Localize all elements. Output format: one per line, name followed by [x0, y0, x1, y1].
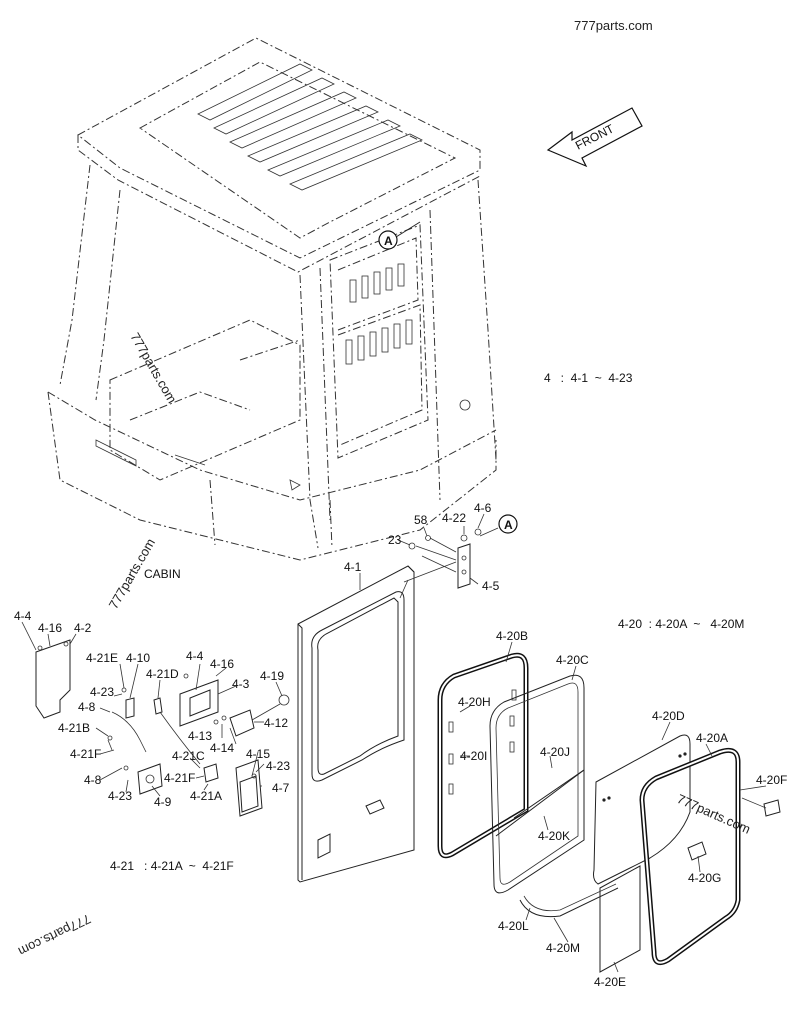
- label-4-4-a: 4-4: [14, 609, 32, 623]
- range-4: 4 : 4-1 ~ 4-23: [544, 371, 633, 385]
- callout-a-hinge: A: [479, 514, 518, 537]
- label-4-23-c: 4-23: [108, 789, 132, 803]
- glass-4-20c: [489, 674, 585, 894]
- label-4-10: 4-10: [126, 651, 150, 665]
- label-4-15: 4-15: [246, 747, 270, 761]
- label-4-20b: 4-20B: [496, 629, 528, 643]
- range-4-21: 4-21 : 4-21A ~ 4-21F: [110, 859, 234, 873]
- label-4-8-a: 4-8: [78, 700, 96, 714]
- label-4-21f-a: 4-21F: [70, 747, 101, 761]
- label-4-20f: 4-20F: [756, 773, 787, 787]
- watermark-top: 777parts.com: [574, 18, 653, 33]
- label-4-5: 4-5: [482, 579, 500, 593]
- watermark-right: 777parts.com: [675, 791, 753, 837]
- label-4-21a: 4-21A: [190, 789, 222, 803]
- label-4-19: 4-19: [260, 669, 284, 683]
- label-4-21d: 4-21D: [146, 667, 179, 681]
- range-4-20: 4-20 : 4-20A ~ 4-20M: [618, 617, 744, 631]
- label-4-20c: 4-20C: [556, 653, 589, 667]
- cabin-label: CABIN: [144, 567, 181, 581]
- label-4-21e: 4-21E: [86, 651, 118, 665]
- label-4-3: 4-3: [232, 677, 250, 691]
- label-4-21f-b: 4-21F: [164, 771, 195, 785]
- front-arrow: FRONT: [546, 107, 643, 168]
- label-4-16-b: 4-16: [210, 657, 234, 671]
- door-assembly: [297, 565, 415, 883]
- label-4-9: 4-9: [154, 795, 172, 809]
- group-ranges: 4 : 4-1 ~ 4-23 4-20 : 4-20A ~ 4-20M 4-21…: [110, 371, 744, 873]
- label-4-2: 4-2: [74, 621, 92, 635]
- label-4-20j: 4-20J: [540, 745, 570, 759]
- label-4-20k: 4-20K: [538, 829, 570, 843]
- hinge-parts: [403, 528, 482, 589]
- svg-text:A: A: [384, 234, 393, 248]
- label-4-4-b: 4-4: [186, 649, 204, 663]
- label-4-20m: 4-20M: [546, 941, 580, 955]
- seal-4-20a: [639, 747, 741, 966]
- label-23: 23: [388, 533, 402, 547]
- callout-a-cabin: A: [378, 221, 421, 250]
- label-4-1: 4-1: [344, 560, 362, 574]
- label-4-12: 4-12: [264, 716, 288, 730]
- label-4-20a: 4-20A: [696, 731, 728, 745]
- label-4-20g: 4-20G: [688, 871, 721, 885]
- label-4-22: 4-22: [442, 511, 466, 525]
- label-4-8-b: 4-8: [84, 773, 102, 787]
- label-4-21b: 4-21B: [58, 721, 90, 735]
- seal-4-20l: [519, 883, 619, 918]
- label-4-20d: 4-20D: [652, 709, 685, 723]
- cabin-drawing: [47, 37, 497, 561]
- label-4-20l: 4-20L: [498, 919, 529, 933]
- label-4-20i: 4-20I: [460, 749, 487, 763]
- watermark-bottom-left: 777parts.com: [16, 911, 93, 959]
- watermark-left-middle: 777parts.com: [127, 330, 179, 406]
- label-4-21c: 4-21C: [172, 749, 205, 763]
- side-louvres: [345, 263, 413, 365]
- label-4-6: 4-6: [474, 501, 492, 515]
- cover-4-2: [35, 639, 71, 719]
- pads: [687, 799, 781, 861]
- glass-4-20d: [593, 734, 691, 973]
- latch-parts: [107, 673, 290, 817]
- svg-text:A: A: [504, 518, 513, 532]
- label-4-16-a: 4-16: [38, 621, 62, 635]
- seal-4-20b: [437, 652, 529, 859]
- label-4-13: 4-13: [188, 729, 212, 743]
- label-4-23-b: 4-23: [266, 759, 290, 773]
- label-4-20e: 4-20E: [594, 975, 626, 989]
- label-4-23-a: 4-23: [90, 685, 114, 699]
- part-labels: 23 58 4-22 4-6 4-5 4-1 4-4 4-16 4-2 4-21…: [14, 501, 787, 989]
- label-4-7: 4-7: [272, 781, 290, 795]
- roof-slots: [197, 63, 423, 191]
- label-58: 58: [414, 513, 428, 527]
- leader-lines: [21, 513, 767, 973]
- label-4-14: 4-14: [210, 741, 234, 755]
- label-4-20h: 4-20H: [458, 695, 491, 709]
